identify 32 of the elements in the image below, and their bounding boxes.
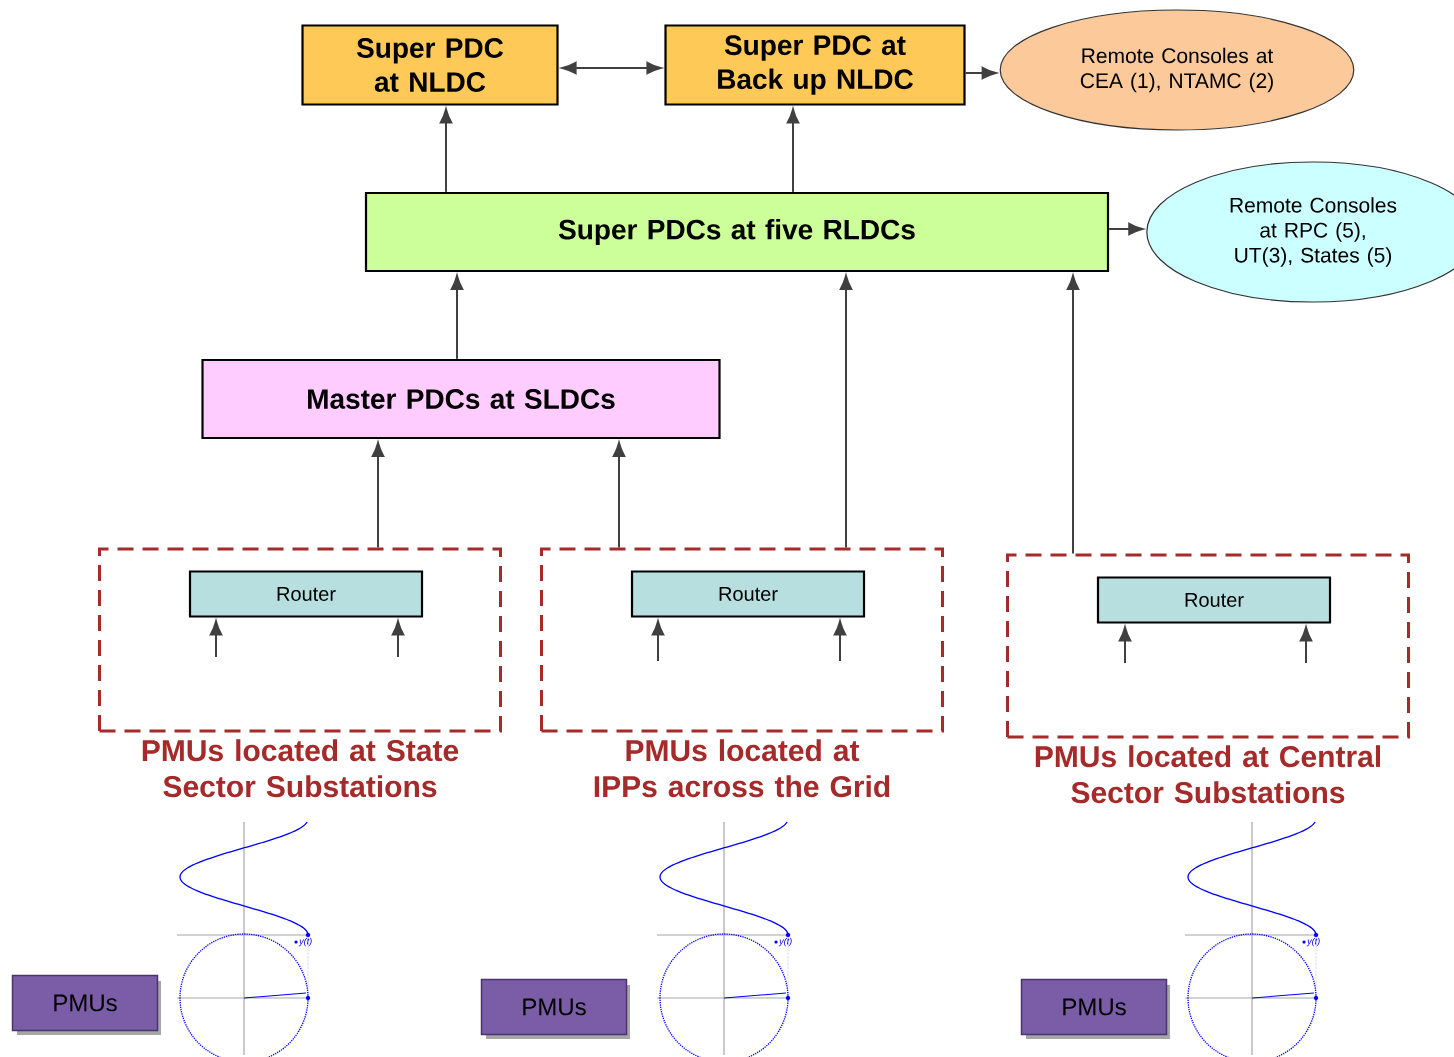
arrow <box>371 442 385 549</box>
arrow <box>1066 275 1080 555</box>
axis-label: y(t) <box>778 937 792 947</box>
axis-label: y(t) <box>1306 937 1320 947</box>
axis-label: y(t) <box>298 937 312 947</box>
arrow <box>839 275 853 549</box>
arrow <box>964 66 997 80</box>
arrow <box>209 620 223 658</box>
pmu-box: PMUs <box>1020 978 1170 1039</box>
process-box: Super PDC at Back up NLDC <box>664 24 966 106</box>
arrow <box>561 61 662 75</box>
process-box: Super PDCs at five RLDCs <box>364 191 1110 273</box>
node-label: PMUs located at IPPs across the Grid <box>594 739 890 798</box>
arrow <box>612 442 626 549</box>
pmu-box: PMUs <box>480 978 630 1039</box>
arrow <box>391 620 405 658</box>
arrow <box>439 108 453 193</box>
process-box: Super PDC at NLDC <box>301 24 559 106</box>
arrow <box>651 620 665 662</box>
arrow <box>450 275 464 360</box>
router-box: Router <box>1096 576 1332 624</box>
arrow <box>1108 222 1144 236</box>
node-label: PMUs located at Central Sector Substations <box>1035 745 1381 804</box>
router-box: Router <box>630 570 866 618</box>
arrow <box>1299 626 1313 664</box>
arrow <box>786 108 800 193</box>
arrow <box>1118 626 1132 664</box>
process-box: Master PDCs at SLDCs <box>201 358 721 440</box>
router-box: Router <box>188 570 424 618</box>
pmu-box: PMUs <box>11 974 161 1035</box>
node-label: PMUs located at State Sector Substations <box>142 739 459 798</box>
arrow <box>833 620 847 662</box>
